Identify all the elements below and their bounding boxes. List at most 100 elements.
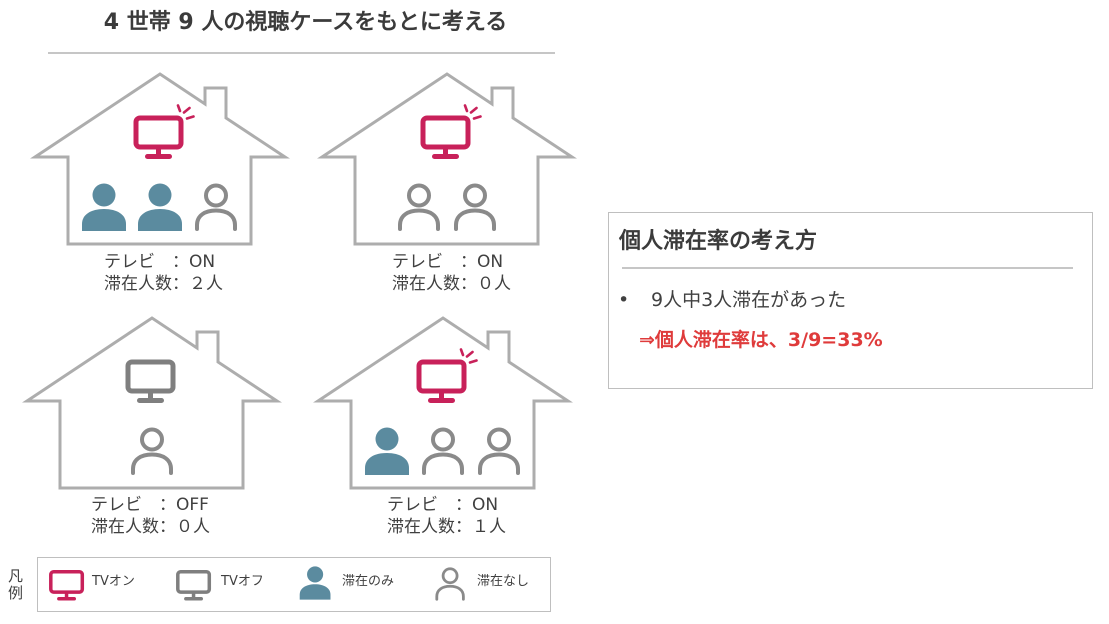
- stay-rate-result: ⇒個人滞在率は、3/9=33%: [639, 329, 883, 351]
- panel-title: 個人滞在率の考え方: [619, 229, 818, 254]
- tv-status-label: テレビ ：ON: [392, 252, 504, 272]
- person-head: [92, 183, 116, 207]
- tv-screen: [176, 570, 212, 594]
- signal-line: [472, 115, 482, 120]
- broadcast-signal: [459, 348, 478, 364]
- legend-swatch: [434, 567, 466, 601]
- person-absent-icon: [435, 567, 465, 601]
- tv-slot: [132, 104, 196, 164]
- house-1: [30, 72, 290, 246]
- signal-line: [176, 104, 182, 113]
- tv-screen: [420, 115, 471, 150]
- person-body: [82, 209, 126, 231]
- house-outline-path: [317, 72, 577, 246]
- house-outline: [30, 72, 290, 246]
- person-body: [454, 208, 496, 231]
- stay-count-label: 滞在人数：２人: [104, 274, 223, 294]
- signal-line: [469, 106, 478, 114]
- broadcast-signal: [463, 104, 482, 120]
- legend: TVオン TVオフ 滞在のみ 滞在なし: [37, 557, 551, 612]
- house-outline-path: [22, 316, 282, 490]
- house-outline-path: [313, 316, 573, 490]
- tv-status-label: テレビ ：ON: [387, 495, 499, 515]
- signal-line: [185, 115, 195, 120]
- signal-line: [468, 359, 478, 364]
- person-head: [307, 566, 324, 583]
- signal-line: [459, 348, 465, 357]
- signal-line: [463, 104, 469, 113]
- house-2-caption: テレビ ：ON 滞在人数：０人: [392, 251, 511, 295]
- persons-row: [316, 427, 570, 475]
- broadcast-signal: [176, 104, 195, 120]
- legend-label: 滞在なし: [477, 574, 530, 589]
- person-head: [431, 427, 455, 452]
- signal-line: [465, 350, 474, 358]
- person-body: [138, 209, 182, 231]
- person-body: [195, 208, 237, 231]
- person-absent-icon: [422, 427, 464, 475]
- person-head: [441, 567, 459, 585]
- person-present-icon: [365, 427, 409, 475]
- person-absent-icon: [478, 427, 520, 475]
- persons-row: [33, 183, 287, 231]
- tv-slot: [124, 348, 188, 408]
- legend-title: 凡例: [6, 568, 24, 602]
- legend-label: TVオン: [92, 574, 135, 589]
- bullet-text: 9人中3人滞在があった: [651, 289, 847, 311]
- person-body: [365, 453, 409, 475]
- tv-slot: [419, 104, 483, 164]
- person-absent-icon: [454, 183, 496, 231]
- house-1-caption: テレビ ：ON 滞在人数：２人: [104, 251, 223, 295]
- person-head: [487, 427, 511, 452]
- tv-on-icon: [416, 348, 478, 403]
- person-head: [148, 183, 172, 207]
- stay-count-label: 滞在人数：１人: [387, 517, 506, 537]
- tv-off-icon: [125, 359, 176, 403]
- tv-screen: [133, 115, 184, 150]
- person-head: [375, 427, 399, 451]
- person-present-icon: [299, 566, 331, 600]
- person-body: [422, 452, 464, 475]
- house-outline: [22, 316, 282, 490]
- person-present-icon: [138, 183, 182, 231]
- house-3-caption: テレビ ：OFF 滞在人数：０人: [91, 494, 210, 538]
- person-head: [407, 183, 431, 208]
- signal-line: [182, 106, 191, 114]
- bullet-marker: •: [618, 289, 630, 311]
- persons-row: [25, 427, 279, 475]
- legend-swatch: [299, 566, 331, 600]
- tv-on-icon: [49, 570, 85, 601]
- person-head: [140, 427, 164, 452]
- person-body: [398, 208, 440, 231]
- stay-count-label: 滞在人数：０人: [91, 517, 210, 537]
- person-head: [463, 183, 487, 208]
- tv-screen: [416, 359, 467, 394]
- tv-status-label: テレビ ：OFF: [91, 495, 209, 515]
- person-absent-icon: [195, 183, 237, 231]
- title-divider: [48, 52, 555, 54]
- house-2: [317, 72, 577, 246]
- person-head: [204, 183, 228, 208]
- person-body: [299, 584, 331, 600]
- tv-status-label: テレビ ：ON: [104, 252, 216, 272]
- person-body: [435, 584, 465, 601]
- stay-rate-panel: 個人滞在率の考え方 • 9人中3人滞在があった ⇒個人滞在率は、3/9=33%: [608, 212, 1093, 389]
- house-4-caption: テレビ ：ON 滞在人数：１人: [387, 494, 506, 538]
- person-body: [131, 452, 173, 475]
- tv-screen: [49, 570, 85, 594]
- house-4: [313, 316, 573, 490]
- panel-divider: [622, 267, 1073, 269]
- person-present-icon: [82, 183, 126, 231]
- tv-on-icon: [420, 104, 482, 159]
- stay-count-label: 滞在人数：０人: [392, 274, 511, 294]
- person-body: [478, 452, 520, 475]
- tv-slot: [415, 348, 479, 408]
- legend-label: TVオフ: [221, 574, 264, 589]
- page-title: 4 世帯 9 人の視聴ケースをもとに考える: [103, 10, 508, 35]
- person-absent-icon: [398, 183, 440, 231]
- tv-off-icon: [176, 570, 212, 601]
- house-outline: [317, 72, 577, 246]
- house-outline: [313, 316, 573, 490]
- persons-row: [320, 183, 574, 231]
